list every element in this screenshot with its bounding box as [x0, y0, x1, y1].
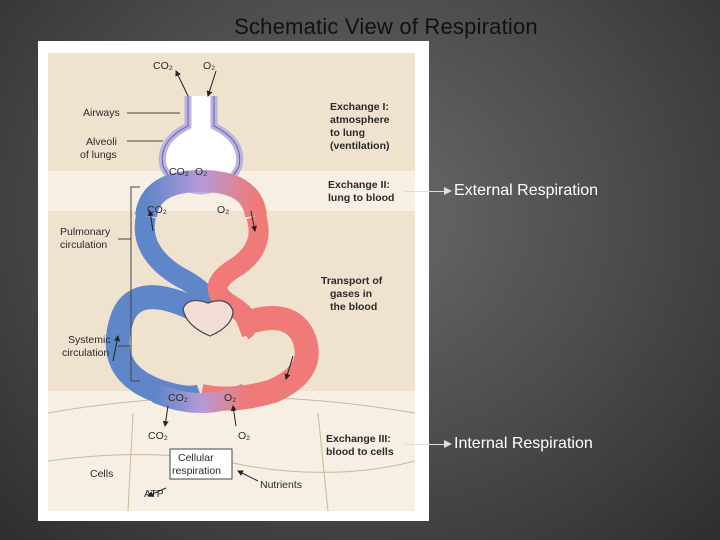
label-alveoli-2: of lungs — [80, 149, 117, 161]
label-pulmonary-co2: CO₂ — [147, 204, 167, 216]
label-airways: Airways — [83, 107, 120, 119]
flow-arrow — [284, 355, 294, 380]
label-top-o2: O₂ — [203, 60, 215, 72]
label-systemic-o2: O₂ — [224, 392, 236, 404]
label-systemic-co2: CO₂ — [168, 392, 188, 404]
label-exchange-1: Exchange I: — [330, 101, 389, 113]
systemic-capillary — [151, 383, 251, 413]
label-transport-3: the blood — [330, 301, 377, 313]
heart — [182, 299, 234, 337]
flow-arrow — [147, 210, 154, 232]
internal-callout-arrowhead — [444, 440, 452, 448]
label-cellular: Cellular — [178, 452, 214, 464]
cell-outline — [247, 460, 416, 473]
label-exchange-3: Exchange III: — [326, 433, 391, 445]
label-transport-2: gases in — [330, 288, 372, 300]
flow-arrow — [162, 405, 169, 427]
label-transport: Transport of — [321, 275, 383, 287]
slide-title: Schematic View of Respiration — [234, 14, 538, 39]
label-nutrients: Nutrients — [260, 479, 302, 491]
flow-arrow — [230, 405, 237, 427]
label-pulmonary: Pulmonary — [60, 226, 111, 238]
label-atp: ATP — [144, 488, 164, 500]
label-pulmonary-2: circulation — [60, 239, 107, 251]
label-exchange-1-2: atmosphere — [330, 114, 390, 126]
label-exchange-2: Exchange II: — [328, 179, 390, 191]
label-alveolus-o2: O₂ — [195, 166, 207, 178]
cell-outline — [127, 412, 134, 512]
label-exchange-1-3: to lung — [330, 127, 365, 139]
label-alveoli: Alveoli — [86, 136, 117, 148]
label-cellular-2: respiration — [172, 465, 221, 477]
label-systemic: Systemic — [68, 334, 111, 346]
external-callout-arrowhead — [444, 187, 452, 195]
flow-arrow — [237, 470, 259, 482]
label-alveolus-co2: CO₂ — [169, 166, 189, 178]
label-exchange-1-4: (ventilation) — [330, 140, 390, 152]
flow-arrow — [250, 210, 257, 232]
flow-arrow — [147, 487, 167, 497]
label-top-co2: CO₂ — [153, 60, 173, 72]
flow-arrow — [206, 70, 217, 97]
label-cell-o2: O₂ — [238, 430, 250, 442]
flow-arrow — [175, 70, 189, 97]
label-pulmonary-o2: O₂ — [217, 204, 229, 216]
internal-respiration-label: Internal Respiration — [454, 435, 593, 452]
cellular-respiration-box — [169, 448, 233, 480]
label-exchange-3-2: blood to cells — [326, 446, 394, 458]
cell-outline — [317, 412, 329, 512]
label-cells: Cells — [90, 468, 113, 480]
label-systemic-2: circulation — [62, 347, 109, 359]
external-callout-line — [404, 191, 444, 192]
circulation-bracket — [130, 186, 140, 382]
pulmonary-capillary — [135, 169, 267, 219]
external-respiration-label: External Respiration — [454, 182, 599, 199]
label-exchange-2-2: lung to blood — [328, 192, 394, 204]
respiration-diagram: CO₂ O₂ Airways Alveoli of lungs CO₂ O₂ C… — [38, 41, 429, 521]
respiration-diagram-svg: CO₂ O₂ Airways Alveoli of lungs CO₂ O₂ C… — [47, 53, 416, 512]
flow-arrow — [112, 335, 120, 362]
label-cell-co2: CO₂ — [148, 430, 168, 442]
internal-callout-line — [404, 444, 444, 445]
